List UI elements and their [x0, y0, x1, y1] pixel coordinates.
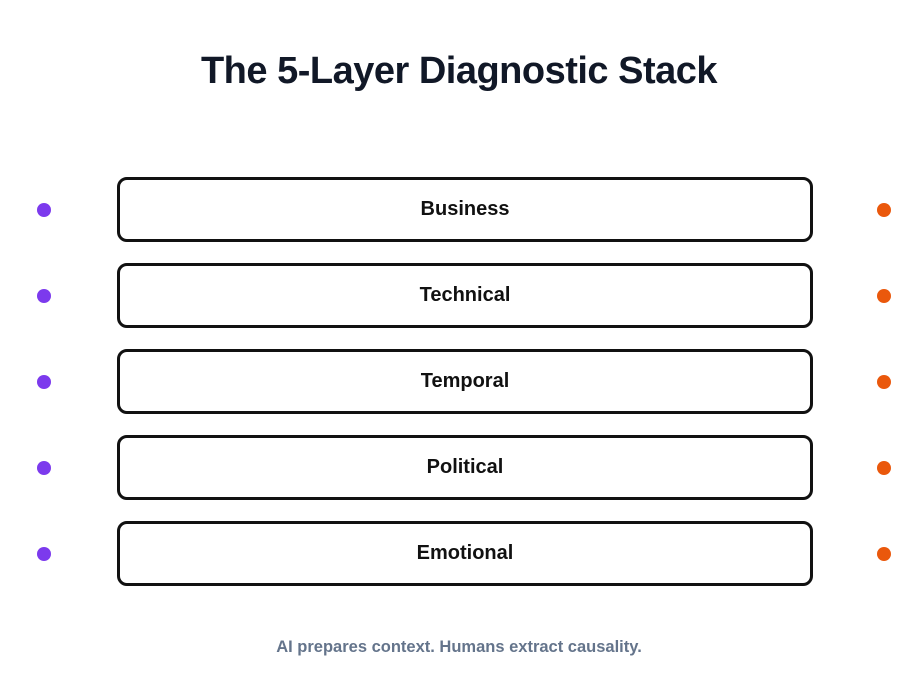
- layer-label-technical: Technical: [419, 284, 511, 306]
- layer-box-emotional: Emotional: [117, 521, 813, 586]
- layer-box-business: Business: [117, 177, 813, 242]
- orange-dot-icon: [877, 460, 891, 475]
- layer-row-emotional: Emotional: [0, 521, 918, 586]
- layer-label-emotional: Emotional: [416, 542, 514, 564]
- purple-dot-icon: [37, 202, 51, 217]
- caption-text: AI prepares context. Humans extract caus…: [276, 638, 642, 656]
- layer-row-temporal: Temporal: [0, 349, 918, 414]
- orange-dot-icon: [877, 374, 891, 389]
- layer-box-temporal: Temporal: [117, 349, 813, 414]
- orange-dot-icon: [877, 202, 891, 217]
- diagram-title: The 5-Layer Diagnostic Stack: [200, 50, 718, 92]
- layer-label-temporal: Temporal: [420, 370, 510, 392]
- layer-box-political: Political: [117, 435, 813, 500]
- orange-dot-icon: [877, 546, 891, 561]
- purple-dot-icon: [37, 460, 51, 475]
- layer-row-technical: Technical: [0, 263, 918, 328]
- purple-dot-icon: [37, 374, 51, 389]
- orange-dot-icon: [877, 288, 891, 303]
- purple-dot-icon: [37, 288, 51, 303]
- layer-box-technical: Technical: [117, 263, 813, 328]
- layer-label-business: Business: [420, 198, 510, 220]
- purple-dot-icon: [37, 546, 51, 561]
- layer-row-business: Business: [0, 177, 918, 242]
- layer-label-political: Political: [426, 456, 504, 478]
- layer-row-political: Political: [0, 435, 918, 500]
